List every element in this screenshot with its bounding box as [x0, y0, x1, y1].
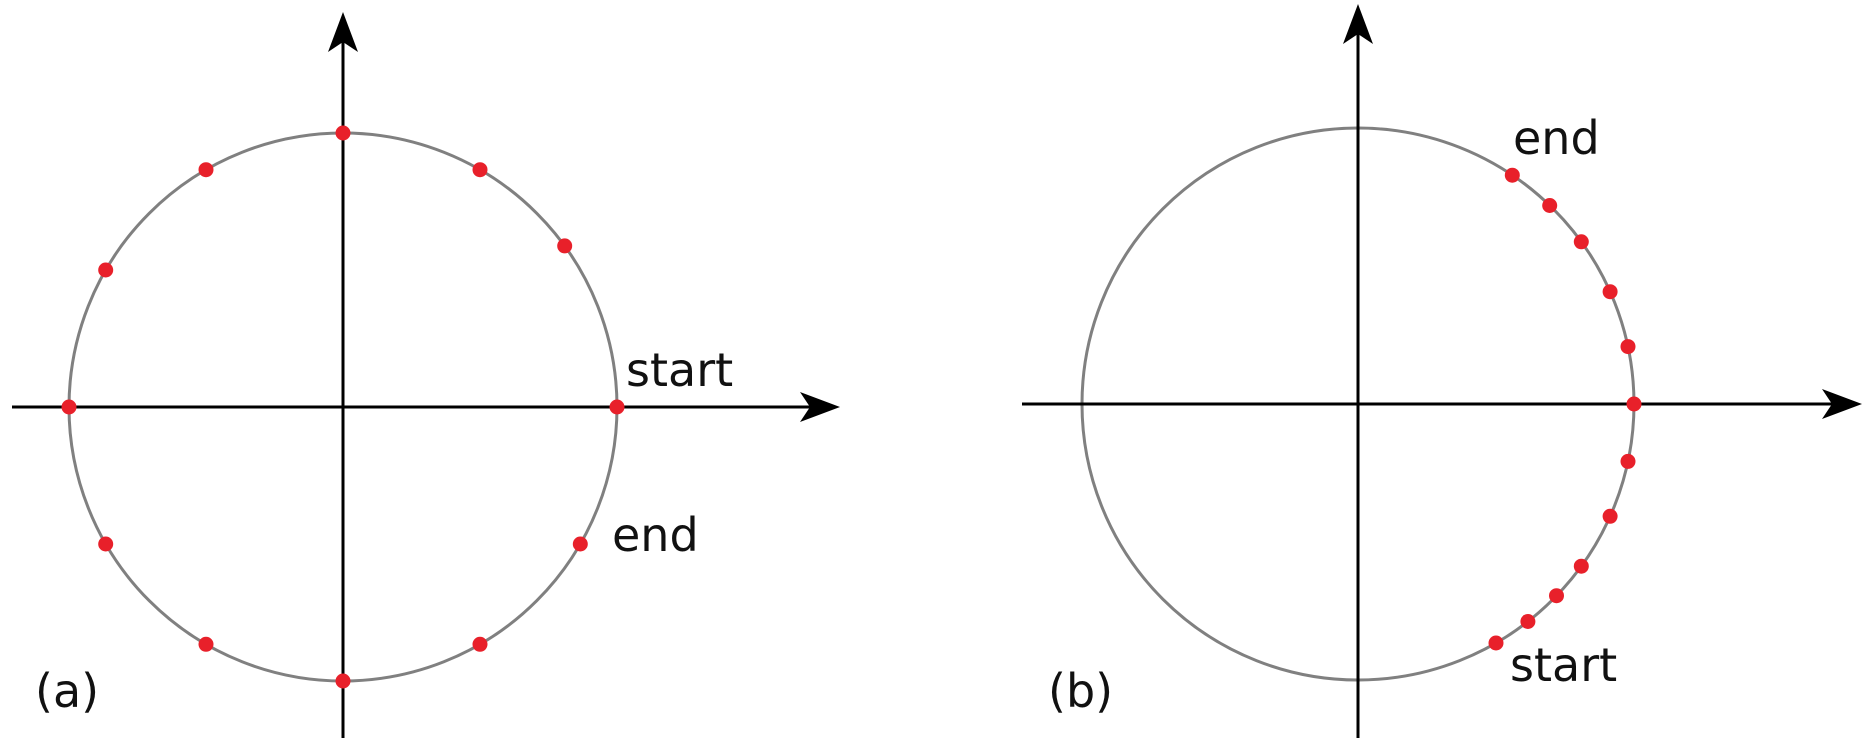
sample-point-b-11	[1504, 167, 1520, 183]
sample-point-b-1	[1520, 614, 1536, 629]
panel-a: start end (a)	[12, 12, 840, 738]
sample-point-b-9	[1573, 234, 1589, 250]
sample-point-a-3	[335, 125, 351, 141]
points-b	[1488, 167, 1642, 651]
panel-b: end start (b)	[1022, 4, 1862, 738]
start-label-b: start	[1510, 638, 1617, 692]
sample-point-b-10	[1542, 198, 1558, 213]
sample-point-b-0	[1488, 635, 1504, 651]
sample-point-b-5	[1620, 453, 1636, 469]
sample-point-b-4	[1602, 508, 1618, 524]
sample-point-a-6	[61, 399, 77, 415]
sample-point-a-11	[572, 536, 588, 552]
end-label-b: end	[1513, 111, 1600, 165]
sample-point-b-6	[1626, 396, 1642, 412]
sample-point-a-2	[472, 162, 488, 178]
sample-point-a-5	[98, 262, 114, 278]
panel-label-b: (b)	[1048, 664, 1113, 718]
sample-point-a-0	[609, 399, 625, 415]
sample-point-b-7	[1620, 339, 1636, 355]
sample-point-a-4	[198, 162, 214, 178]
sample-point-a-10	[472, 636, 488, 652]
panel-label-a: (a)	[35, 664, 99, 718]
sample-point-a-9	[335, 673, 351, 689]
sample-point-a-7	[98, 536, 114, 552]
points-a	[61, 125, 625, 689]
sample-point-b-2	[1549, 588, 1564, 604]
sample-point-b-8	[1602, 284, 1618, 300]
sample-point-b-3	[1573, 558, 1589, 574]
end-label-a: end	[612, 508, 699, 562]
start-label-a: start	[626, 343, 733, 397]
sample-point-a-8	[198, 636, 214, 652]
sample-point-a-1	[557, 238, 573, 254]
